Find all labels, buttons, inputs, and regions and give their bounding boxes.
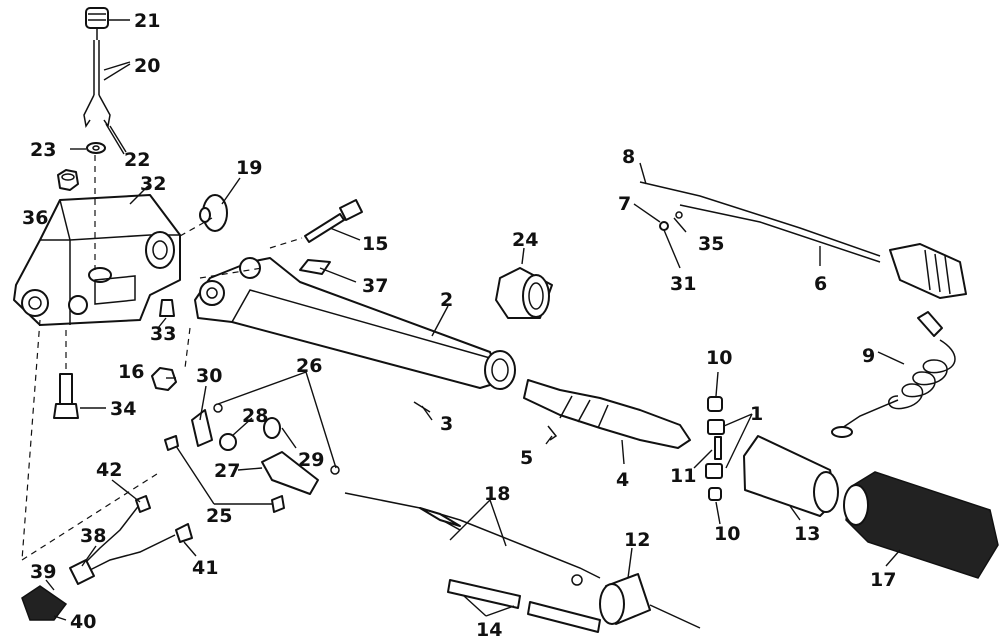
part-coil-lanyard — [831, 311, 956, 438]
callout-label: 14 — [476, 619, 502, 641]
part-washer-small — [219, 433, 237, 451]
part-spacer — [263, 417, 281, 439]
part-bolt-long — [304, 199, 363, 243]
callout-label: 32 — [140, 173, 166, 195]
part-wire-harness — [21, 495, 193, 621]
callout-label: 1 — [750, 403, 763, 425]
callout-label: 31 — [670, 273, 696, 295]
part-set-screw-top — [707, 396, 723, 412]
callout-label: 10 — [706, 347, 732, 369]
callout-label: 33 — [150, 323, 176, 345]
part-grease-fitting — [159, 299, 175, 317]
part-spring-pin — [547, 425, 558, 441]
part-link-bracket — [261, 451, 319, 495]
part-block — [707, 419, 725, 435]
part-knob — [85, 7, 109, 40]
part-bracket-block — [13, 194, 181, 326]
callout-label: 10 — [714, 523, 740, 545]
callout-label: 34 — [110, 398, 136, 420]
callout-label: 19 — [236, 157, 262, 179]
part-throttle-shaft — [523, 379, 691, 449]
callout-label: 8 — [622, 146, 635, 168]
part-set-screw-bottom — [708, 487, 722, 501]
callout-label: 39 — [30, 561, 56, 583]
callout-label: 27 — [214, 460, 240, 482]
callout-label: 42 — [96, 459, 122, 481]
callout-labels: 21 20 23 22 36 32 19 15 24 8 7 35 31 6 3… — [22, 10, 896, 641]
callout-label: 35 — [698, 233, 724, 255]
callout-label: 20 — [134, 55, 160, 77]
callout-label: 25 — [206, 505, 232, 527]
leader-lines — [45, 19, 905, 621]
callout-label: 29 — [298, 449, 324, 471]
callout-label: 21 — [134, 10, 160, 32]
callout-label: 13 — [794, 523, 820, 545]
part-nut — [57, 169, 79, 191]
callout-label: 12 — [624, 529, 650, 551]
alignment-lines — [21, 155, 303, 561]
part-throttle-cable — [344, 492, 601, 586]
callout-label: 28 — [242, 405, 268, 427]
callout-label: 3 — [440, 413, 453, 435]
part-clip — [299, 259, 331, 275]
part-pivot-bolt — [53, 373, 79, 419]
callout-label: 40 — [70, 611, 96, 633]
part-tiller-arm — [194, 257, 516, 390]
callout-label: 30 — [196, 365, 222, 387]
callout-label: 2 — [440, 289, 453, 311]
callout-label: 6 — [814, 273, 827, 295]
callout-label: 4 — [616, 469, 629, 491]
callout-label: 11 — [670, 465, 696, 487]
part-wire-fork — [83, 40, 111, 128]
callout-label: 16 — [118, 361, 144, 383]
part-twist-grip — [743, 435, 839, 517]
part-tubes — [447, 579, 601, 633]
part-grip-sleeve — [843, 471, 999, 579]
callout-label: 24 — [512, 229, 538, 251]
part-locknut — [151, 367, 177, 391]
callout-label: 36 — [22, 207, 48, 229]
callout-label: 17 — [870, 569, 896, 591]
callout-label: 5 — [520, 447, 533, 469]
part-washer — [86, 142, 106, 154]
part-screw-25 — [164, 435, 179, 451]
callout-label: 26 — [296, 355, 322, 377]
callout-label: 22 — [124, 149, 150, 171]
callout-label: 23 — [30, 139, 56, 161]
callout-label: 7 — [618, 193, 631, 215]
callout-label: 37 — [362, 275, 388, 297]
callout-label: 18 — [484, 483, 510, 505]
callout-label: 9 — [862, 345, 875, 367]
part-bushing-flange — [199, 194, 228, 232]
callout-label: 38 — [80, 525, 106, 547]
callout-label: 41 — [192, 557, 218, 579]
callout-label: 15 — [362, 233, 388, 255]
part-bushing — [495, 267, 553, 319]
part-cable-cylinder — [599, 573, 701, 629]
part-bracket-small — [191, 409, 213, 447]
part-stop-switch — [639, 181, 967, 299]
